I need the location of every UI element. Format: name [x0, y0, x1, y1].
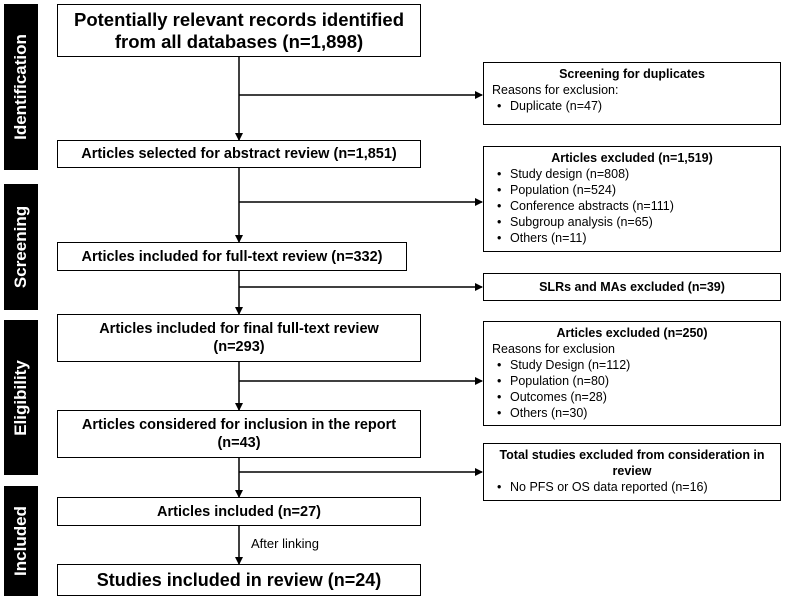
exclusion-list: Study design (n=808) Population (n=524) …	[492, 166, 772, 246]
abstract-review-box: Articles selected for abstract review (n…	[57, 140, 421, 168]
slr-ma-exclusion-box: SLRs and MAs excluded (n=39)	[483, 273, 781, 301]
phase-eligibility: Eligibility	[4, 320, 38, 475]
exclusion-list: No PFS or OS data reported (n=16)	[492, 479, 772, 495]
studies-included-box: Studies included in review (n=24)	[57, 564, 421, 596]
side-box-title: SLRs and MAs excluded (n=39)	[539, 280, 725, 294]
side-box-subtitle: Reasons for exclusion:	[492, 83, 619, 97]
list-item: Population (n=524)	[497, 182, 772, 198]
after-linking-label: After linking	[251, 536, 319, 551]
list-item: Subgroup analysis (n=65)	[497, 214, 772, 230]
full-text-exclusion-box: Articles excluded (n=250) Reasons for ex…	[483, 321, 781, 426]
list-item: Study design (n=808)	[497, 166, 772, 182]
duplicates-exclusion-box: Screening for duplicates Reasons for exc…	[483, 62, 781, 125]
phase-included: Included	[4, 486, 38, 596]
list-item: Population (n=80)	[497, 373, 772, 389]
phase-identification: Identification	[4, 4, 38, 170]
side-box-subtitle: Reasons for exclusion	[492, 342, 615, 356]
side-box-title: Total studies excluded from consideratio…	[499, 448, 765, 478]
phase-screening: Screening	[4, 184, 38, 310]
box-text: Articles included for final full-text re…	[99, 321, 379, 355]
box-text: Articles included (n=27)	[157, 503, 321, 520]
side-box-title: Articles excluded (n=1,519)	[551, 151, 713, 165]
box-text: Articles included for full-text review (…	[81, 248, 383, 265]
records-identified-box: Potentially relevant records identified …	[57, 4, 421, 57]
box-text: Articles selected for abstract review (n…	[81, 146, 397, 162]
box-text: Articles considered for inclusion in the…	[81, 417, 397, 451]
final-full-text-review-box: Articles included for final full-text re…	[57, 314, 421, 362]
list-item: Outcomes (n=28)	[497, 389, 772, 405]
list-item: Study Design (n=112)	[497, 357, 772, 373]
list-item: Duplicate (n=47)	[497, 98, 772, 114]
box-text: Potentially relevant records identified …	[73, 8, 404, 52]
list-item: No PFS or OS data reported (n=16)	[497, 479, 772, 495]
exclusion-list: Study Design (n=112) Population (n=80) O…	[492, 357, 772, 421]
list-item: Conference abstracts (n=111)	[497, 198, 772, 214]
exclusion-list: Duplicate (n=47)	[492, 98, 772, 114]
articles-included-box: Articles included (n=27)	[57, 497, 421, 526]
side-box-title: Screening for duplicates	[559, 67, 705, 81]
list-item: Others (n=30)	[497, 405, 772, 421]
list-item: Others (n=11)	[497, 230, 772, 246]
full-text-review-box: Articles included for full-text review (…	[57, 242, 407, 271]
side-box-title: Articles excluded (n=250)	[556, 326, 708, 340]
considered-for-inclusion-box: Articles considered for inclusion in the…	[57, 410, 421, 458]
abstract-exclusion-box: Articles excluded (n=1,519) Study design…	[483, 146, 781, 252]
box-text: Studies included in review (n=24)	[96, 569, 382, 590]
consideration-exclusion-box: Total studies excluded from consideratio…	[483, 443, 781, 501]
